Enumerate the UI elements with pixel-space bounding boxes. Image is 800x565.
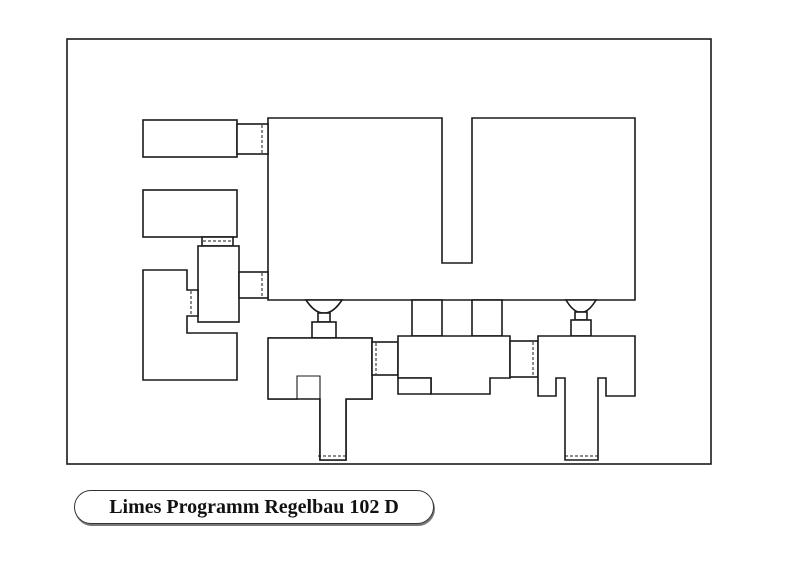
vestibule bbox=[197, 245, 240, 323]
passage-block-center-right bbox=[471, 299, 503, 337]
passage-vestibule-main bbox=[238, 271, 269, 299]
room-middle-left bbox=[142, 189, 238, 238]
passage-center-right bbox=[509, 340, 539, 378]
observation-mount-left bbox=[304, 299, 344, 339]
main-room bbox=[267, 117, 636, 301]
room-lower-t-left-notch bbox=[296, 375, 321, 399]
passage-upper-left bbox=[236, 123, 269, 155]
caption-box: Limes Programm Regelbau 102 D bbox=[74, 490, 434, 524]
room-upper-left bbox=[142, 119, 238, 158]
caption-title: Limes Programm Regelbau 102 D bbox=[109, 495, 399, 518]
room-lower-t-right bbox=[537, 335, 636, 461]
room-lower-center-base bbox=[397, 377, 432, 395]
room-lower-left bbox=[142, 269, 238, 381]
passage-block-center-left bbox=[411, 299, 443, 337]
